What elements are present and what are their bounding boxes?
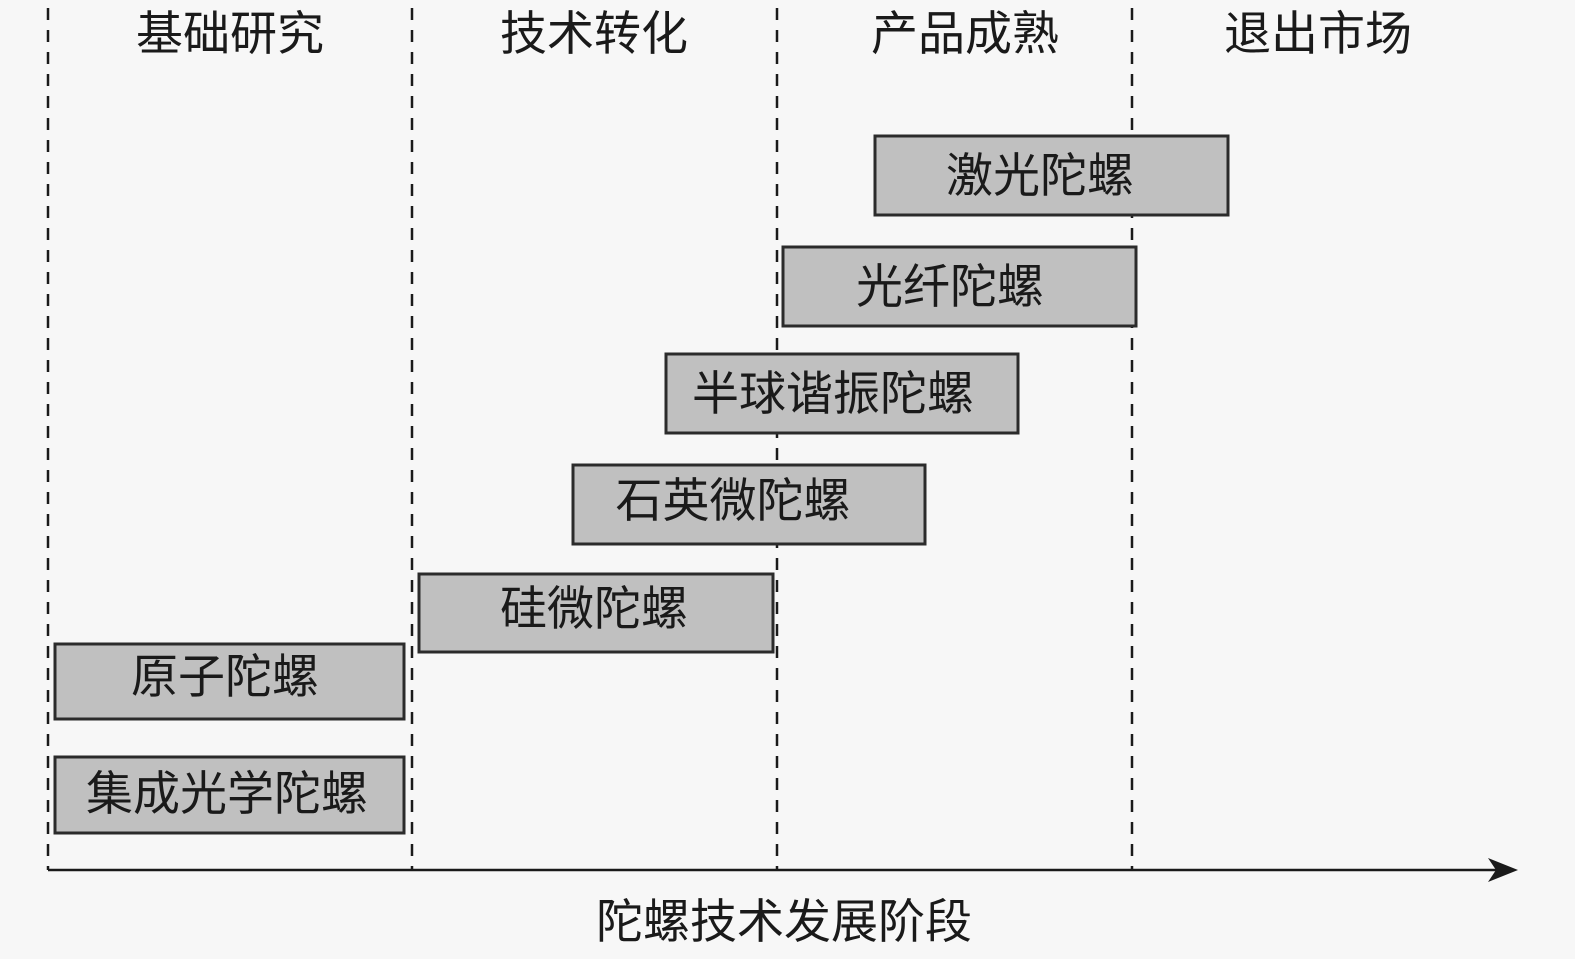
axis-arrowhead-icon (1488, 858, 1518, 882)
technology-boxes: 激光陀螺 光纤陀螺 半球谐振陀螺 石英微陀螺 硅微陀螺 原子陀螺 (53, 134, 1230, 835)
tech-box-fiber-gyro: 光纤陀螺 (781, 245, 1138, 328)
tech-box-silicon-mems-rect (417, 572, 775, 654)
tech-box-laser-gyro-rect (873, 134, 1230, 217)
tech-box-hrg: 半球谐振陀螺 (664, 352, 1020, 435)
tech-box-integrated-optic-gyro: 集成光学陀螺 (53, 755, 406, 835)
tech-box-silicon-mems-label: 硅微陀螺 (500, 582, 688, 637)
tech-box-integrated-optic-gyro-rect (53, 755, 406, 835)
tech-box-quartz-mems: 石英微陀螺 (571, 463, 927, 546)
tech-box-quartz-mems-label: 石英微陀螺 (616, 474, 851, 529)
axis-label: 陀螺技术发展阶段 (596, 895, 972, 950)
tech-box-fiber-gyro-rect (781, 245, 1138, 328)
tech-box-atomic-gyro-rect (53, 642, 406, 721)
tech-box-atomic-gyro: 原子陀螺 (53, 642, 406, 721)
tech-box-laser-gyro: 激光陀螺 (873, 134, 1230, 217)
stage-label-basic-research: 基础研究 (136, 7, 324, 62)
stage-label-product-mature: 产品成熟 (871, 7, 1059, 62)
stage-labels: 基础研究 技术转化 产品成熟 退出市场 (136, 7, 1412, 62)
tech-box-atomic-gyro-label: 原子陀螺 (131, 650, 319, 705)
tech-box-fiber-gyro-label: 光纤陀螺 (856, 260, 1044, 315)
tech-box-hrg-label: 半球谐振陀螺 (692, 367, 974, 422)
tech-box-laser-gyro-label: 激光陀螺 (946, 149, 1134, 204)
tech-box-silicon-mems: 硅微陀螺 (417, 572, 775, 654)
stage-label-market-exit: 退出市场 (1224, 7, 1412, 62)
stage-label-tech-transfer: 技术转化 (500, 7, 688, 62)
tech-box-hrg-rect (664, 352, 1020, 435)
tech-box-integrated-optic-gyro-label: 集成光学陀螺 (86, 767, 368, 822)
tech-box-quartz-mems-rect (571, 463, 927, 546)
stage-axis (48, 858, 1518, 882)
